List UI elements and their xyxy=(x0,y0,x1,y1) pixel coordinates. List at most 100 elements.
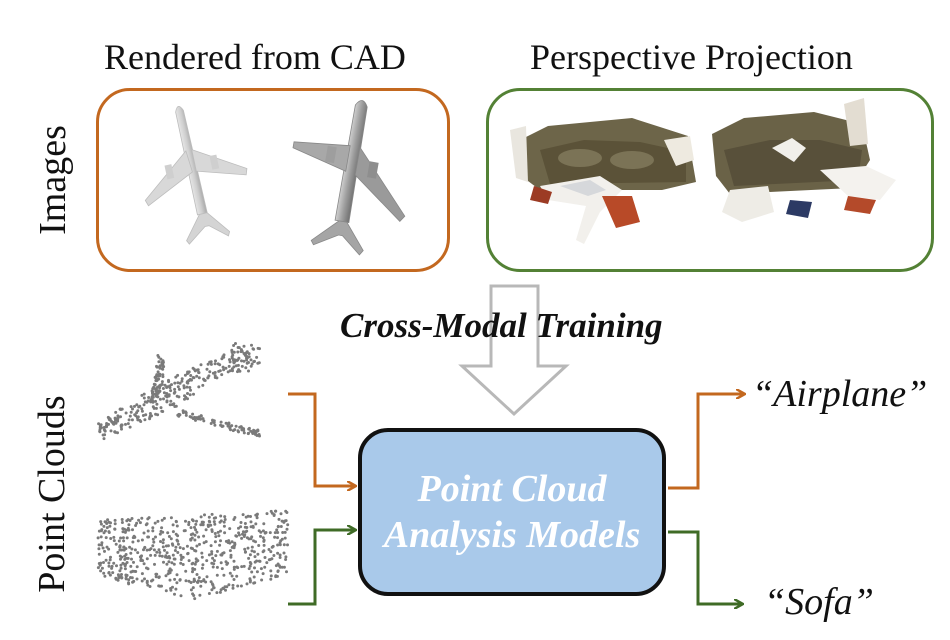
point xyxy=(129,570,133,574)
point xyxy=(179,553,183,557)
point xyxy=(228,549,232,553)
point xyxy=(174,587,178,591)
point xyxy=(97,547,101,551)
point xyxy=(156,391,160,395)
point xyxy=(227,421,231,425)
point xyxy=(176,381,180,385)
point xyxy=(159,357,163,361)
point xyxy=(280,537,284,541)
point xyxy=(158,389,162,393)
point xyxy=(285,570,288,574)
point xyxy=(146,399,150,403)
point xyxy=(210,550,214,554)
point xyxy=(210,512,214,516)
point xyxy=(156,370,160,374)
point xyxy=(107,531,111,534)
point xyxy=(224,560,228,564)
point xyxy=(132,534,136,538)
model-to-airplane-arrow xyxy=(668,394,744,490)
point xyxy=(116,414,120,418)
point xyxy=(117,575,121,578)
point xyxy=(238,369,242,373)
sofa-to-model-connector xyxy=(288,530,355,606)
point xyxy=(181,547,185,551)
point xyxy=(224,421,228,425)
point xyxy=(142,531,146,535)
point xyxy=(100,566,104,570)
point xyxy=(212,586,216,590)
point xyxy=(154,379,158,383)
point xyxy=(199,417,202,421)
point xyxy=(246,546,250,550)
point xyxy=(162,397,165,401)
point xyxy=(123,557,127,561)
point xyxy=(250,343,253,347)
point xyxy=(105,526,109,530)
point xyxy=(114,576,118,580)
point xyxy=(286,543,289,547)
point xyxy=(112,535,116,539)
point xyxy=(264,531,268,534)
point xyxy=(163,548,166,552)
point xyxy=(199,515,203,519)
rendered-caption: Rendered from CAD xyxy=(104,37,406,77)
point xyxy=(156,395,160,399)
point xyxy=(250,570,254,574)
point xyxy=(175,524,179,528)
point xyxy=(223,515,227,519)
point xyxy=(120,548,124,552)
point xyxy=(195,374,199,378)
point xyxy=(162,365,166,369)
point xyxy=(102,437,106,441)
point xyxy=(257,544,261,547)
point xyxy=(231,429,235,433)
point xyxy=(223,518,227,521)
point xyxy=(174,404,178,408)
point xyxy=(145,522,149,526)
point xyxy=(248,580,252,584)
point xyxy=(151,395,155,399)
point xyxy=(197,371,201,375)
point xyxy=(151,578,155,582)
point xyxy=(191,586,195,590)
point xyxy=(194,528,198,532)
point xyxy=(116,578,120,582)
point xyxy=(276,543,280,547)
point xyxy=(265,561,269,565)
point xyxy=(222,573,226,577)
point xyxy=(164,589,168,593)
point xyxy=(100,543,104,547)
point xyxy=(254,522,258,526)
point xyxy=(158,554,162,558)
point xyxy=(222,551,226,555)
point xyxy=(166,544,170,548)
point xyxy=(225,562,229,566)
point xyxy=(104,520,108,524)
point xyxy=(131,528,134,532)
point xyxy=(168,578,172,582)
point xyxy=(101,546,105,550)
point xyxy=(151,526,155,530)
point xyxy=(158,551,162,554)
point xyxy=(247,369,250,373)
point xyxy=(210,561,214,565)
point xyxy=(168,556,172,560)
point xyxy=(140,538,144,542)
point xyxy=(200,566,204,570)
point xyxy=(249,364,253,368)
point xyxy=(135,403,139,407)
point xyxy=(191,412,195,416)
point xyxy=(278,553,282,557)
point xyxy=(161,360,165,364)
point xyxy=(169,399,173,403)
point xyxy=(158,532,162,536)
point xyxy=(113,430,117,434)
point xyxy=(188,386,192,389)
point xyxy=(126,556,130,560)
point xyxy=(202,378,206,382)
point xyxy=(214,359,217,363)
point xyxy=(285,527,289,531)
point xyxy=(162,391,166,395)
point xyxy=(153,521,157,525)
point xyxy=(282,565,286,569)
